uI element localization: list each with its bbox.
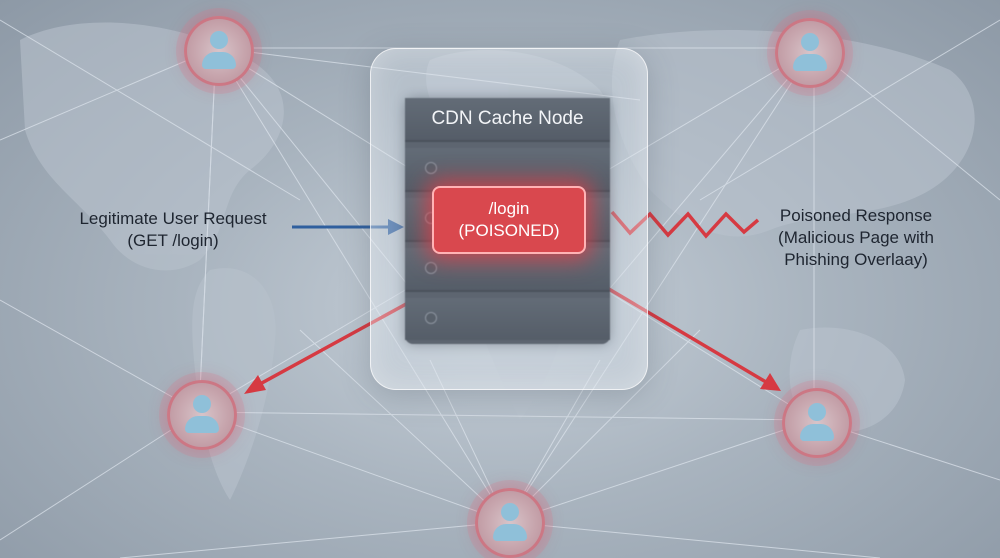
status-led-icon bbox=[425, 312, 437, 324]
user-avatar-icon bbox=[475, 488, 545, 558]
poisoned-entry-path: /login bbox=[488, 199, 530, 218]
response-label: Poisoned Response (Malicious Page with P… bbox=[756, 205, 956, 271]
poisoned-cache-entry: /login (POISONED) bbox=[432, 186, 586, 254]
network-lines bbox=[0, 19, 1000, 558]
request-arrow bbox=[292, 219, 404, 235]
cdn-node-title: CDN Cache Node bbox=[431, 108, 584, 129]
user-avatar-icon bbox=[184, 16, 254, 86]
request-label-line: Legitimate User Request bbox=[79, 209, 267, 228]
request-label: Legitimate User Request (GET /login) bbox=[48, 208, 298, 252]
rack-slot bbox=[405, 248, 610, 292]
response-label-line: Phishing Overlaay) bbox=[784, 250, 928, 269]
user-avatar-icon bbox=[167, 380, 237, 450]
poisoned-response-zigzag bbox=[610, 210, 760, 239]
distribution-arrow-right bbox=[596, 280, 781, 391]
status-led-icon bbox=[425, 162, 437, 174]
rack-slot bbox=[405, 298, 610, 340]
user-avatar-icon bbox=[782, 388, 852, 458]
rack-slot bbox=[405, 98, 610, 142]
response-label-line: (Malicious Page with bbox=[778, 228, 934, 247]
distribution-arrow-left bbox=[244, 290, 429, 394]
response-label-line: Poisoned Response bbox=[779, 206, 933, 225]
poisoned-entry-status: (POISONED) bbox=[458, 221, 560, 240]
user-avatar-icon bbox=[775, 18, 845, 88]
request-label-line: (GET /login) bbox=[127, 231, 219, 250]
status-led-icon bbox=[425, 262, 437, 274]
